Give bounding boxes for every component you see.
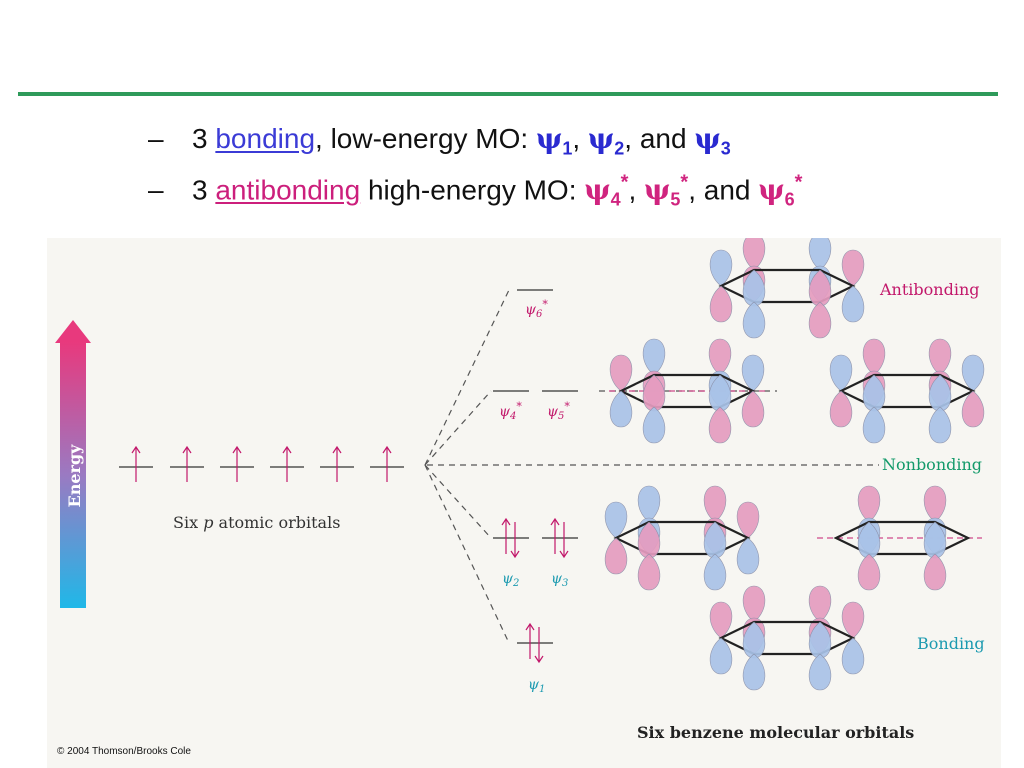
psi4-term: ψ4* [584, 172, 629, 210]
atomic-orbital-1 [119, 445, 153, 482]
orbital-lobe [609, 354, 633, 392]
orbital-lobe [709, 249, 733, 287]
orbital-lobe [703, 553, 727, 591]
psi6-term: ψ6* [758, 172, 803, 210]
psi2-orbital [604, 485, 760, 591]
orbital-lobe [862, 406, 886, 444]
orbital-lobe [928, 338, 952, 376]
orbital-lobe [741, 354, 765, 392]
benzene-ring [838, 373, 976, 409]
orbital-lobe [808, 301, 832, 339]
orbital-lobe [742, 301, 766, 339]
bullet-antibonding: –3 antibonding high-energy MO: ψ4*, ψ5*,… [148, 172, 803, 210]
orbital-lobe [961, 390, 985, 428]
psi5-term: ψ5* [644, 172, 689, 210]
psi3-term: ψ3 [694, 122, 731, 159]
orbital-lobe [961, 354, 985, 392]
orbital-lobe [736, 501, 760, 539]
atomic-orbital-4 [270, 445, 304, 482]
psi1-orbital [709, 585, 865, 691]
psi6-orbital [709, 238, 865, 339]
orbital-lobe [829, 354, 853, 392]
orbital-lobe [708, 406, 732, 444]
antibonding-keyword: antibonding [215, 174, 361, 206]
mo-diagram: Energy Six p atomic orbitals [47, 238, 1001, 768]
bullet-dash: – [148, 123, 164, 154]
nonbonding-label: Nonbonding [882, 455, 982, 474]
bonding-keyword: bonding [215, 123, 316, 154]
psi3-label: ψ3 [551, 571, 568, 589]
orbital-lobe [604, 501, 628, 539]
atomic-orbital-5 [320, 445, 354, 482]
psi1-label: ψ1 [528, 677, 545, 695]
orbital-lobe [637, 485, 661, 523]
orbital-lobe [742, 585, 766, 623]
bullet-dash: – [148, 174, 164, 206]
bullet-count: 3 [192, 174, 208, 206]
benzene-orbitals [604, 238, 985, 691]
orbital-lobe [708, 338, 732, 376]
orbital-lobe [862, 338, 886, 376]
bullet-text: , low-energy MO: [315, 123, 536, 154]
orbital-lobe [808, 653, 832, 691]
mo-levels [493, 289, 578, 644]
orbital-lobe [841, 601, 865, 639]
orbital-lobe [741, 390, 765, 428]
title-divider [18, 92, 998, 96]
benzene-ring [613, 520, 751, 556]
benzene-ring [718, 268, 856, 304]
psi2-label: ψ2 [502, 571, 519, 589]
electron-pairs [501, 517, 569, 664]
bonding-label: Bonding [917, 634, 985, 653]
atomic-orbital-2 [170, 445, 204, 482]
orbital-lobe [642, 406, 666, 444]
psi2-term: ψ2 [587, 122, 625, 159]
copyright: © 2004 Thomson/Brooks Cole [57, 746, 191, 757]
psi3-orbital [833, 485, 971, 591]
psi4-label: ψ4* [499, 400, 522, 422]
energy-label: Energy [65, 444, 84, 508]
orbital-lobe [709, 285, 733, 323]
psi6-label: ψ6* [525, 298, 548, 320]
orbital-lobe [923, 553, 947, 591]
atomic-orbital-3 [220, 445, 254, 482]
orbital-lobe [703, 485, 727, 523]
orbital-lobe [829, 390, 853, 428]
orbital-lobe [709, 601, 733, 639]
orbital-lobe [642, 338, 666, 376]
atomic-orbitals-label: Six p atomic orbitals [173, 513, 340, 532]
energy-arrow: Energy [55, 320, 91, 608]
bullet-count: 3 [192, 123, 208, 154]
orbital-lobe [609, 390, 633, 428]
psi5-label: ψ5* [547, 400, 570, 422]
orbital-lobe [742, 653, 766, 691]
orbital-lobe [923, 485, 947, 523]
orbital-lobe [857, 553, 881, 591]
orbital-lobe [841, 285, 865, 323]
bullet-bonding: –3 bonding, low-energy MO: ψ1, ψ2, and ψ… [148, 122, 731, 159]
orbital-lobe [637, 553, 661, 591]
orbital-lobe [736, 537, 760, 575]
psi1-term: ψ1 [535, 122, 573, 159]
psi4-orbital [609, 338, 765, 444]
antibonding-label: Antibonding [879, 280, 980, 299]
atomic-orbital-6 [370, 445, 404, 482]
atomic-orbitals [119, 445, 404, 482]
orbital-lobe [808, 585, 832, 623]
orbital-lobe [928, 406, 952, 444]
psi5-orbital [829, 338, 985, 444]
orbital-lobe [857, 485, 881, 523]
orbital-lobe [841, 637, 865, 675]
orbital-lobe [841, 249, 865, 287]
orbital-lobe [604, 537, 628, 575]
mo-diagram-svg: Energy Six p atomic orbitals [55, 238, 985, 742]
figure-caption: Six benzene molecular orbitals [637, 723, 914, 742]
bullet-text: high-energy MO: [360, 174, 585, 206]
benzene-ring [718, 620, 856, 656]
orbital-lobe [709, 637, 733, 675]
orbital-lobe [742, 238, 766, 271]
correlation-lines [424, 289, 879, 644]
orbital-lobe [808, 238, 832, 271]
